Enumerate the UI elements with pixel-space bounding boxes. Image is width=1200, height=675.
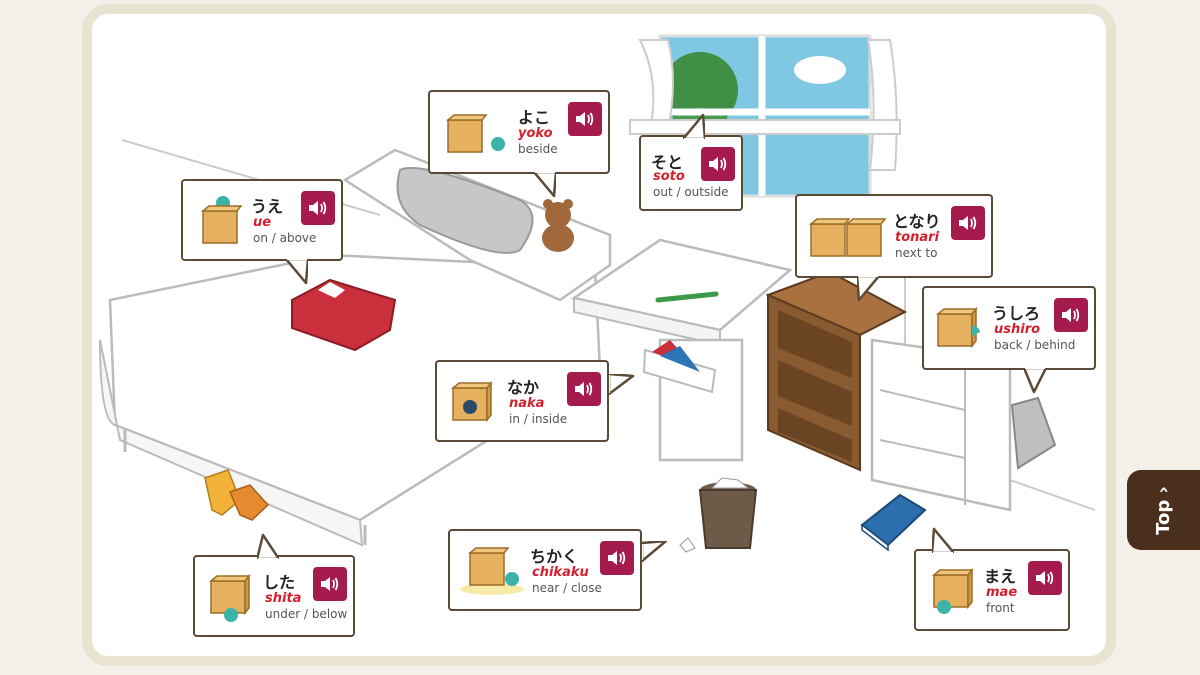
callout-tail: [534, 172, 556, 198]
meaning-yoko: beside: [518, 142, 558, 156]
romaji-mae: mae: [986, 585, 1017, 600]
meaning-mae: front: [986, 601, 1015, 615]
romaji-ushiro: ushiro: [994, 322, 1040, 337]
callout-yoko: よこ yoko beside: [428, 90, 610, 174]
speaker-icon: [1035, 569, 1055, 587]
kana-tonari: となり: [893, 208, 941, 232]
sound-button-chikaku[interactable]: [600, 541, 634, 575]
romaji-chikaku: chikaku: [532, 565, 589, 580]
sound-button-yoko[interactable]: [568, 102, 602, 136]
callout-tail: [609, 374, 635, 396]
newspaper: [1012, 398, 1055, 468]
speaker-icon: [575, 110, 595, 128]
blue-book: [862, 495, 925, 550]
romaji-ue: ue: [253, 215, 271, 230]
callout-tail: [642, 541, 668, 563]
sound-button-tonari[interactable]: [951, 206, 985, 240]
sound-button-shita[interactable]: [313, 567, 347, 601]
speaker-icon: [958, 214, 978, 232]
meaning-soto: out / outside: [653, 185, 729, 199]
cube-icon: [446, 112, 510, 156]
speaker-icon: [708, 155, 728, 173]
callout-ushiro: うしろ ushiro back / behind: [922, 286, 1096, 370]
kana-chikaku: ちかく: [530, 543, 578, 567]
speaker-icon: [308, 199, 328, 217]
callout-ue: うえ ue on / above: [181, 179, 343, 261]
romaji-shita: shita: [265, 591, 301, 606]
romaji-tonari: tonari: [895, 230, 939, 245]
meaning-ushiro: back / behind: [994, 338, 1075, 352]
callout-tail: [257, 533, 279, 559]
callout-tail: [683, 113, 705, 139]
meaning-ue: on / above: [253, 231, 316, 245]
kana-ue: うえ: [251, 193, 283, 217]
speaker-icon: [574, 380, 594, 398]
meaning-shita: under / below: [265, 607, 347, 621]
romaji-soto: soto: [653, 169, 685, 184]
cube-icon: [209, 573, 255, 625]
callout-mae: まえ mae front: [914, 549, 1070, 631]
romaji-naka: naka: [509, 396, 544, 411]
callout-chikaku: ちかく chikaku near / close: [448, 529, 642, 611]
sound-button-naka[interactable]: [567, 372, 601, 406]
cube-icon: [199, 195, 243, 245]
meaning-tonari: next to: [895, 246, 937, 260]
callout-soto: そと soto out / outside: [639, 135, 743, 211]
callout-tail: [1024, 368, 1046, 394]
trash-can: [680, 478, 756, 552]
callout-tail: [932, 527, 954, 553]
speaker-icon: [320, 575, 340, 593]
sound-button-ushiro[interactable]: [1054, 298, 1088, 332]
kana-mae: まえ: [984, 563, 1016, 587]
kana-naka: なか: [507, 374, 539, 398]
callout-naka: なか naka in / inside: [435, 360, 609, 442]
sound-button-soto[interactable]: [701, 147, 735, 181]
kana-ushiro: うしろ: [992, 300, 1040, 324]
kana-yoko: よこ: [518, 104, 550, 128]
cube-icon: [809, 216, 889, 260]
romaji-yoko: yoko: [518, 126, 553, 141]
cube-icon: [936, 306, 984, 354]
sound-button-ue[interactable]: [301, 191, 335, 225]
kana-shita: した: [263, 569, 295, 593]
cube-icon: [928, 567, 976, 619]
callout-tail: [286, 259, 308, 285]
meaning-naka: in / inside: [509, 412, 567, 426]
back-to-top-label: Top ›: [1153, 486, 1174, 535]
speaker-icon: [607, 549, 627, 567]
callout-tail: [857, 276, 879, 302]
cube-icon: [451, 380, 497, 426]
meaning-chikaku: near / close: [532, 581, 602, 595]
back-to-top-button[interactable]: Top ›: [1127, 470, 1200, 550]
cube-icon: [460, 547, 530, 597]
sound-button-mae[interactable]: [1028, 561, 1062, 595]
callout-shita: した shita under / below: [193, 555, 355, 637]
speaker-icon: [1061, 306, 1081, 324]
callout-tonari: となり tonari next to: [795, 194, 993, 278]
pillow: [398, 168, 533, 253]
